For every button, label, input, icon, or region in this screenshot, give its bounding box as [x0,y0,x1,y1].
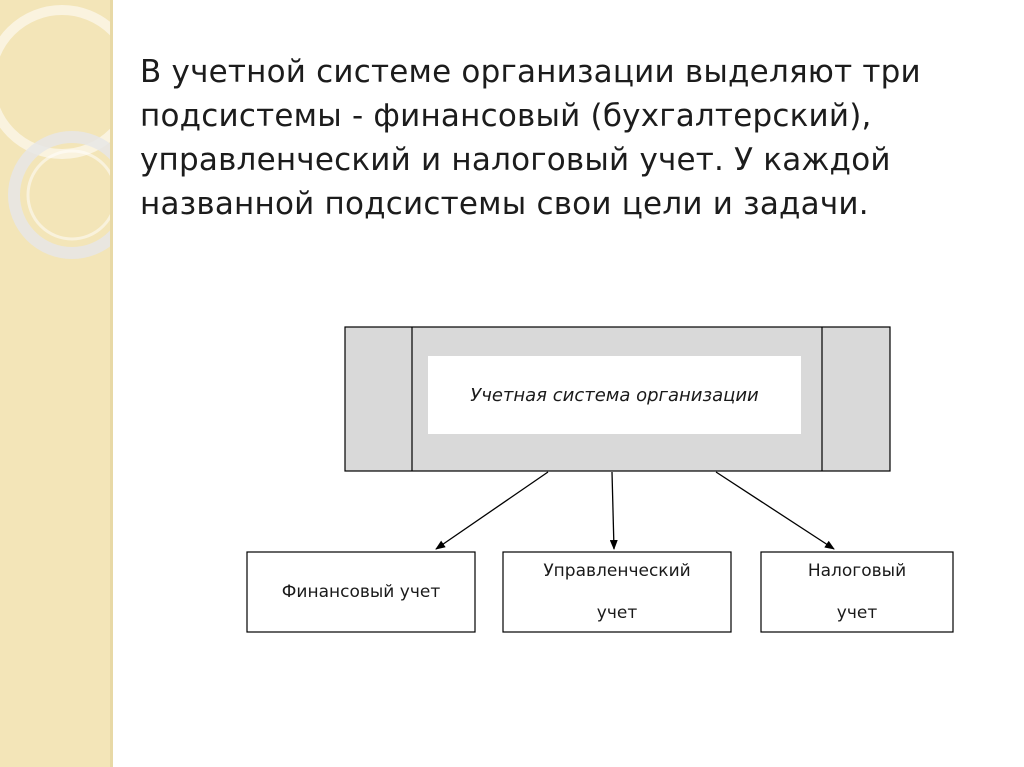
tax-label-line1: Налоговый [807,561,907,581]
financial-label-line1: Финансовый учет [281,582,441,602]
tax-box [760,551,954,633]
main-box-label: Учетная система организации [470,384,759,406]
management-label-line1: Управленческий [543,561,691,581]
arrow-to-financial [435,471,549,550]
financial-box-label: Финансовый учет [247,552,475,632]
financial-box [246,551,476,633]
decorative-circles [0,5,110,259]
sidebar-border [110,0,113,767]
management-box-label: Управленческий учет [503,552,731,632]
decorative-sidebar [0,0,110,767]
tax-box-label: Налоговый учет [761,552,953,632]
arrow-to-tax [715,471,835,550]
main-box-inner [428,356,801,434]
tax-label-line2: учет [836,603,878,623]
arrow-to-management [609,471,618,550]
management-box [502,551,732,633]
management-label-line2: учет [596,603,638,623]
slide-paragraph: В учетной системе организации выделяют т… [140,54,921,222]
